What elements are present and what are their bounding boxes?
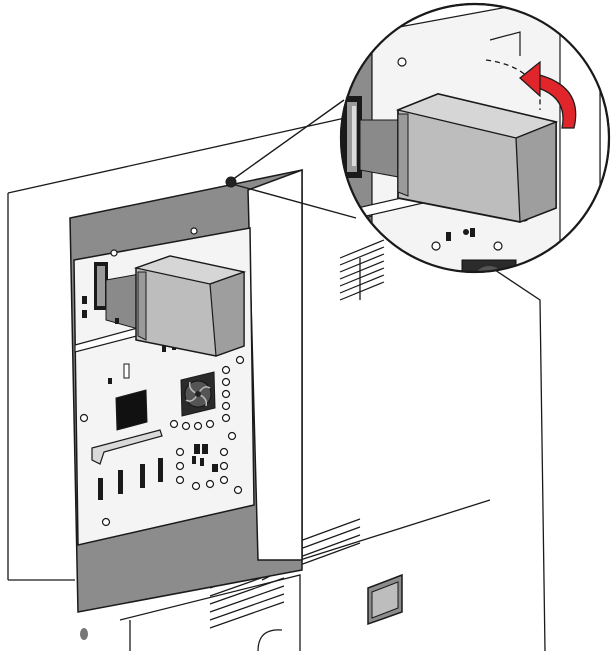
body-port <box>367 573 403 626</box>
main-chip <box>115 389 148 431</box>
board-connector-left <box>94 262 108 310</box>
hard-drive-callout <box>395 93 559 223</box>
callout-pointer <box>231 99 357 219</box>
small-ics <box>194 444 218 472</box>
callout-anchor-hole <box>225 176 237 188</box>
callout-connector <box>342 96 362 178</box>
hard-drive-main <box>133 255 247 357</box>
magnifier-circle-icon <box>339 2 611 274</box>
curved-arrow-icon <box>519 60 577 129</box>
vent-slots-right <box>339 239 385 301</box>
fan-icon-callout <box>461 259 517 272</box>
fan-icon <box>180 371 216 417</box>
board-standoffs <box>169 355 245 491</box>
memory-clip <box>91 429 163 465</box>
rotation-path <box>485 59 541 110</box>
board-holes <box>79 227 243 527</box>
body-foot <box>80 628 88 640</box>
